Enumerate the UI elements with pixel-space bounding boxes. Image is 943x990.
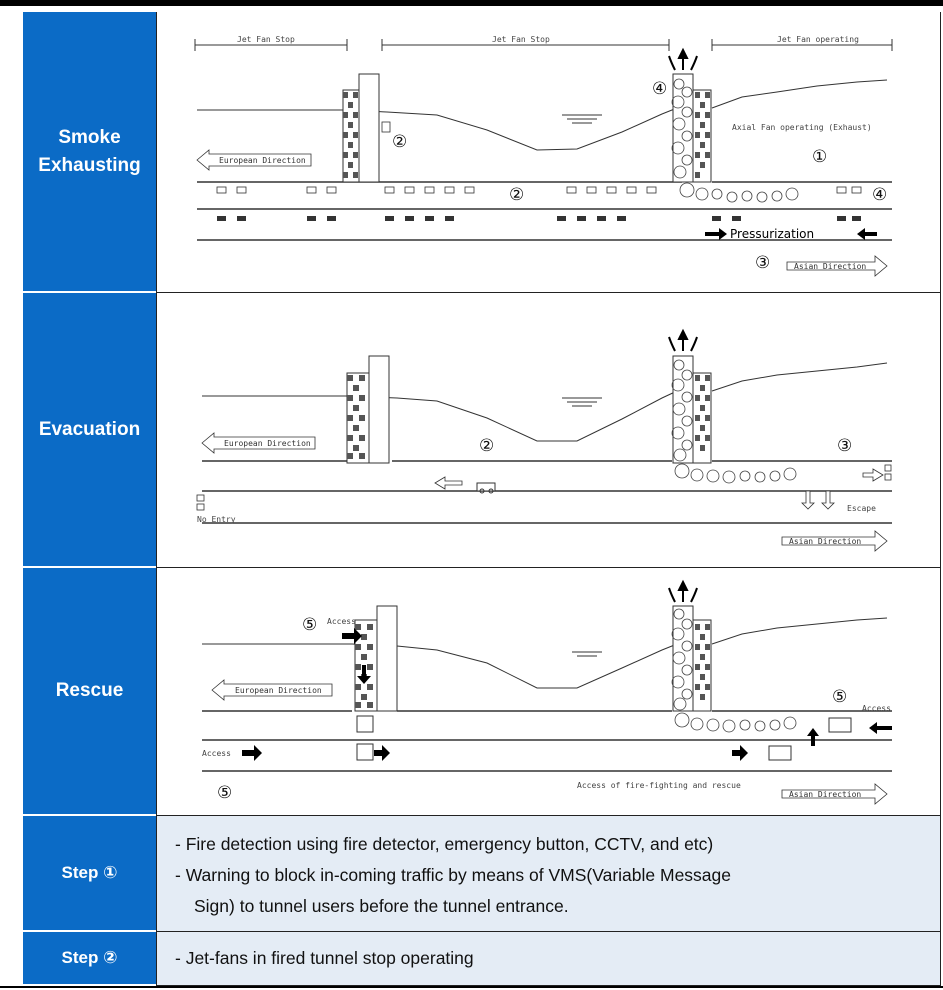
top-rule	[0, 0, 943, 6]
category-label-line1: Smoke	[58, 126, 121, 148]
evacuation-diagram-cell: European Direction Asian Direction No En…	[156, 293, 941, 568]
marker-3: ③	[837, 436, 852, 456]
category-step-2: Step ②	[23, 932, 156, 986]
bottom-rule	[0, 986, 943, 988]
access-label-right: Access	[862, 704, 891, 713]
row-step-1: Step ① - Fire detection using fire detec…	[23, 816, 941, 932]
step-1-line-3: Sign) to tunnel users before the tunnel …	[194, 896, 569, 916]
marker-5b: ⑤	[832, 687, 847, 707]
asian-direction-label: Asian Direction	[789, 790, 861, 799]
asian-direction-label: Asian Direction	[794, 262, 866, 271]
step-2-line-1: - Jet-fans in fired tunnel stop operatin…	[175, 948, 474, 968]
step-2-cell: - Jet-fans in fired tunnel stop operatin…	[156, 932, 941, 986]
jet-fan-stop-label-2: Jet Fan Stop	[492, 35, 550, 44]
no-entry-label: No Entry	[197, 515, 236, 524]
step-1-cell: - Fire detection using fire detector, em…	[156, 816, 941, 932]
row-evacuation: Evacuation	[23, 293, 941, 568]
marker-2a: ②	[392, 132, 407, 152]
european-direction-label: European Direction	[235, 686, 322, 695]
marker-2b: ②	[509, 185, 524, 205]
marker-4a: ④	[652, 79, 667, 99]
jet-fan-stop-label-1: Jet Fan Stop	[237, 35, 295, 44]
marker-4b: ④	[872, 185, 887, 205]
marker-2: ②	[479, 436, 494, 456]
category-rescue: Rescue	[23, 568, 156, 816]
marker-5a: ⑤	[302, 615, 317, 635]
category-evacuation: Evacuation	[23, 293, 156, 568]
step-1-line-1: - Fire detection using fire detector, em…	[175, 834, 714, 854]
european-direction-label: European Direction	[219, 156, 306, 165]
asian-direction-label: Asian Direction	[789, 537, 861, 546]
evacuation-diagram: European Direction Asian Direction No En…	[196, 328, 892, 552]
marker-1: ①	[812, 147, 827, 167]
axial-fan-label: Axial Fan operating (Exhaust)	[732, 123, 872, 132]
marker-5c: ⑤	[217, 783, 232, 803]
step-1-line-2: - Warning to block in-coming traffic by …	[175, 865, 732, 885]
row-rescue: Rescue	[23, 568, 941, 816]
pressurization-label: Pressurization	[730, 227, 814, 241]
escape-label: Escape	[847, 504, 876, 513]
smoke-exhausting-diagram: Jet Fan Stop Jet Fan Stop Jet Fan operat…	[194, 35, 893, 277]
category-step-1: Step ①	[23, 816, 156, 932]
access-label-left: Access	[202, 749, 231, 758]
smoke-diagram-cell: Jet Fan Stop Jet Fan Stop Jet Fan operat…	[156, 12, 941, 293]
category-label-line2: Exhausting	[38, 154, 141, 176]
row-step-2: Step ② - Jet-fans in fired tunnel stop o…	[23, 932, 941, 986]
jet-fan-operating-label: Jet Fan operating	[777, 35, 859, 44]
marker-3: ③	[755, 253, 770, 273]
rescue-diagram-cell: Access Access Access Access of fire-figh…	[156, 568, 941, 816]
access-fire-label: Access of fire-fighting and rescue	[577, 781, 741, 790]
rescue-diagram: Access Access Access Access of fire-figh…	[202, 579, 892, 805]
access-label-top: Access	[327, 617, 356, 626]
european-direction-label: European Direction	[224, 439, 311, 448]
